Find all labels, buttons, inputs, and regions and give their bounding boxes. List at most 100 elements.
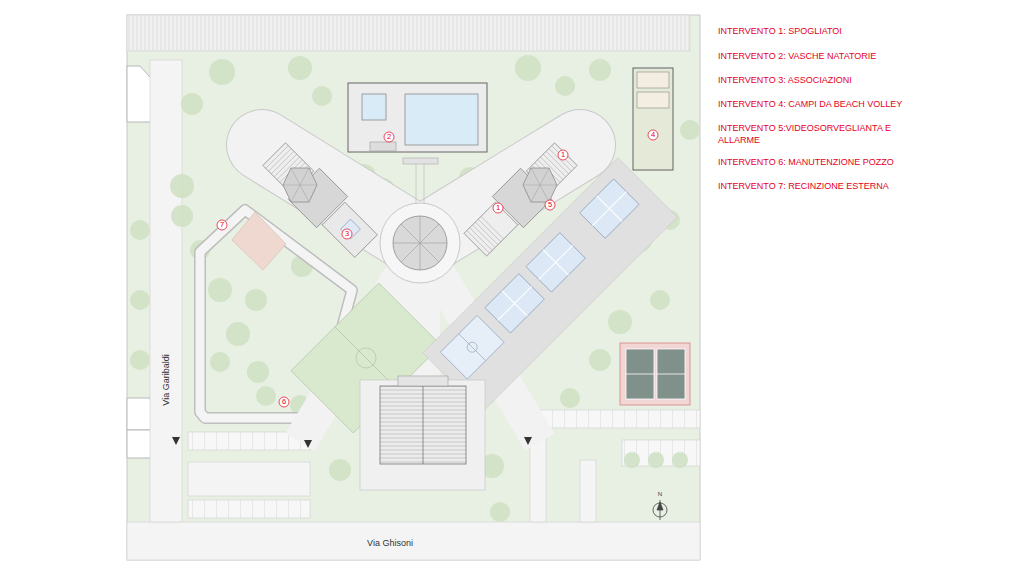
right-building	[460, 139, 582, 261]
legend-note: INTERVENTO 5:VIDEOSORVEGLIANTA E ALLARME	[718, 122, 908, 146]
trees-part	[209, 59, 235, 85]
callout-rings-part	[279, 397, 289, 407]
callout-rings-part	[558, 150, 568, 160]
legend-note: INTERVENTO 3: ASSOCIAZIONI	[718, 74, 908, 86]
grandstand-part	[360, 380, 485, 490]
courts-part	[440, 315, 504, 379]
left-kiosk	[283, 168, 317, 202]
right-kiosk-part	[523, 168, 557, 202]
parking-part	[580, 460, 596, 522]
left-building	[259, 139, 382, 262]
trees-part	[312, 86, 332, 106]
left-building-part-part	[269, 149, 292, 172]
callout-number: 4	[651, 131, 655, 139]
centre-rotunda-part	[380, 203, 460, 283]
trees-part	[226, 322, 250, 346]
trees-part	[130, 220, 150, 240]
pool-building-part	[403, 158, 438, 164]
callout-rings-part	[493, 203, 503, 213]
courts-part	[459, 334, 486, 361]
grandstand	[360, 376, 485, 490]
right-building-part-part	[475, 222, 498, 245]
trees-part	[650, 290, 670, 310]
courts-part	[465, 340, 479, 354]
trees-part	[210, 352, 230, 372]
entrance-markers-part	[304, 440, 312, 448]
legend-note: INTERVENTO 7: RECINZIONE ESTERNA	[718, 180, 908, 192]
entrance-markers-part	[524, 437, 532, 445]
courts	[423, 158, 678, 413]
entrance-markers	[172, 437, 532, 448]
centre-rotunda-part-part	[401, 224, 439, 262]
courts-part	[526, 233, 585, 292]
trees-part	[648, 452, 664, 468]
trees-part	[208, 278, 232, 302]
north-arrow-part	[657, 502, 663, 510]
trees	[130, 55, 700, 522]
site-ground-part	[127, 15, 700, 560]
trees-part	[560, 388, 580, 408]
legend-note: INTERVENTO 1: SPOGLIATOI	[718, 25, 908, 37]
right-building-part-part	[470, 228, 493, 251]
pool-building-part	[424, 164, 425, 208]
red-courts	[620, 343, 690, 405]
grandstand-part	[380, 386, 466, 464]
trees-part	[624, 452, 640, 468]
legend-note: INTERVENTO 6: MANUTENZIONE POZZO	[718, 156, 908, 168]
street-name: Via Garibaldi	[161, 352, 171, 407]
trees-part	[589, 59, 611, 81]
via-ghisoni-road	[127, 522, 700, 560]
callout-number: 5	[548, 201, 552, 209]
red-courts-part	[657, 349, 685, 399]
trees-part	[589, 349, 611, 371]
right-building-part-part	[467, 231, 490, 254]
trees-part	[170, 174, 194, 198]
legend-note: INTERVENTO 2: VASCHE NATATORIE	[718, 50, 908, 62]
callout-rings-part	[545, 200, 555, 210]
right-kiosk-part-part	[531, 168, 549, 202]
callout-rings-part	[384, 132, 394, 142]
left-building-part	[322, 202, 377, 257]
callout-rings-part	[342, 229, 352, 239]
red-courts-part	[657, 374, 685, 375]
centre-rotunda-part	[393, 216, 447, 270]
site-ground-part	[127, 15, 690, 51]
left-kiosk-part	[283, 168, 317, 202]
parking-part	[188, 500, 310, 518]
trees-part	[608, 310, 632, 334]
pool-building-part	[362, 94, 386, 120]
right-building-part-part	[549, 149, 572, 172]
pink-court	[232, 212, 286, 270]
site-ground	[127, 15, 700, 560]
right-kiosk-part	[523, 168, 557, 202]
pool-building-part	[370, 142, 396, 151]
trees-part	[247, 361, 269, 383]
beach-volley-part	[633, 68, 673, 170]
right-building-part-part	[473, 225, 496, 248]
courts-part	[485, 274, 544, 333]
beach-volley-part	[637, 72, 669, 88]
callout-rings-part	[217, 220, 227, 230]
callout-number: 2	[387, 133, 391, 141]
via-garibaldi-road	[150, 60, 182, 522]
callout-number: 1	[561, 151, 565, 159]
beach-volley-part	[637, 92, 669, 108]
left-building-part-part	[266, 146, 289, 169]
right-kiosk-part-part	[531, 168, 549, 202]
trees-part	[181, 93, 203, 115]
trees-part	[515, 55, 541, 81]
left-kiosk-part	[283, 168, 317, 202]
callout-number: 3	[345, 230, 349, 238]
beach-volley	[633, 68, 673, 170]
trees-part	[329, 459, 351, 481]
right-building-part-part	[481, 216, 504, 239]
courts-part	[423, 158, 678, 413]
red-courts-part	[626, 349, 654, 399]
north-arrow	[653, 500, 667, 520]
parking-part	[188, 462, 310, 496]
courts-part	[539, 245, 573, 279]
north-label: N	[658, 491, 662, 498]
pool-building-part	[405, 94, 478, 145]
grandstand-part	[423, 386, 424, 464]
